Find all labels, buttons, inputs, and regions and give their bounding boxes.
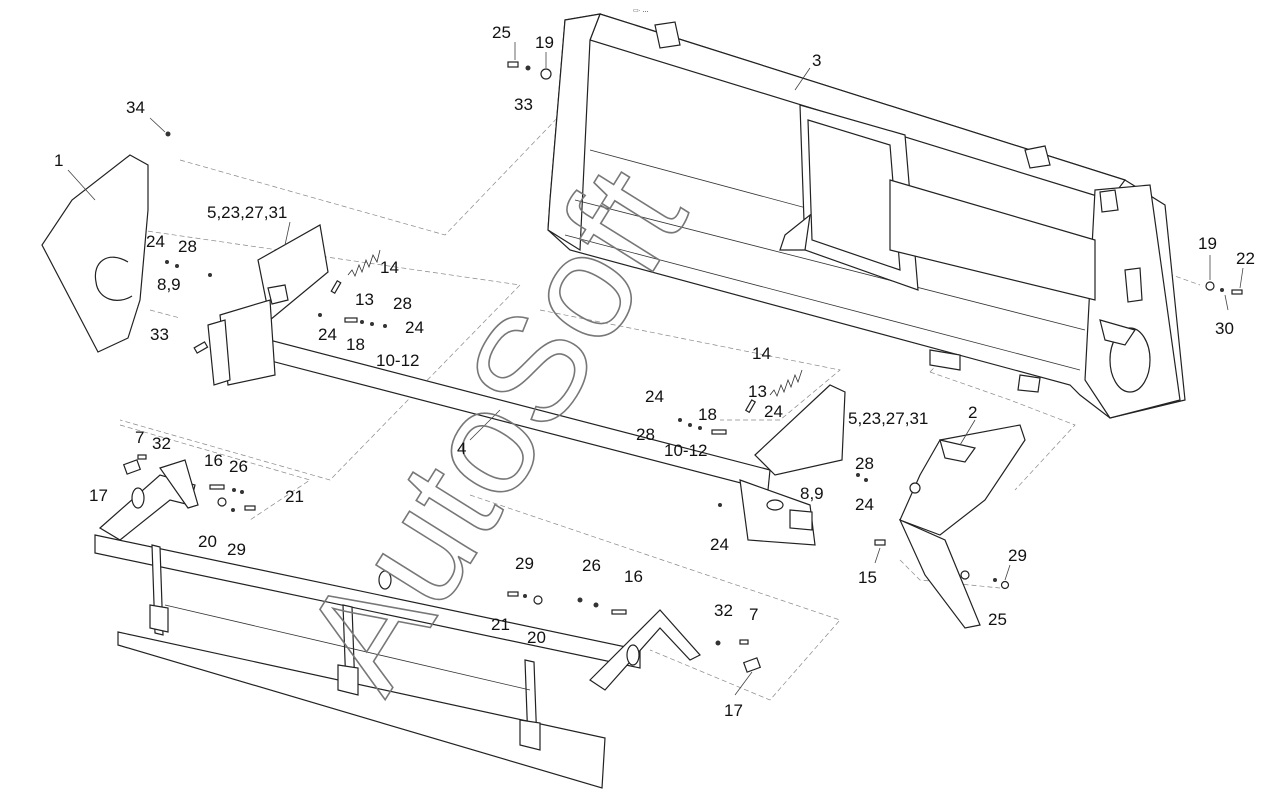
callout-24: 24: [855, 495, 874, 514]
callout-30: 30: [1215, 319, 1234, 338]
callout-7: 7: [135, 428, 144, 447]
callout-17: 17: [89, 486, 108, 505]
callout-5-23-27-31-left: 5,23,27,31: [207, 203, 287, 222]
callout-24: 24: [764, 402, 783, 421]
right-guard-part-2: [898, 424, 1026, 629]
callout-33: 33: [150, 325, 169, 344]
callout-24: 24: [710, 535, 729, 554]
callout-13: 13: [748, 382, 767, 401]
callout-25: 25: [988, 610, 1007, 629]
callout-17: 17: [724, 701, 743, 720]
lower-sweep-assembly: [94, 459, 701, 789]
callout-34: 34: [126, 98, 145, 117]
callout-5-23-27-31-right: 5,23,27,31: [848, 409, 928, 428]
spring-14-right: [769, 369, 803, 398]
callout-20: 20: [527, 628, 546, 647]
header-mark: ▭· ․․․: [633, 8, 648, 14]
hardware-fasteners: [122, 61, 1243, 673]
callout-2: 2: [968, 403, 977, 422]
callout-25: 25: [492, 23, 511, 42]
callout-7: 7: [749, 605, 758, 624]
callout-29: 29: [1008, 546, 1027, 565]
callout-19: 19: [535, 33, 554, 52]
callout-labels: 1 2 3 4 34 5,23,27,31 24 28 8,9 33 14 13…: [54, 23, 1255, 720]
callout-24: 24: [645, 387, 664, 406]
callout-13: 13: [355, 290, 374, 309]
callout-33: 33: [514, 95, 533, 114]
callout-26: 26: [229, 457, 248, 476]
callout-29: 29: [515, 554, 534, 573]
callout-22: 22: [1236, 249, 1255, 268]
callout-21: 21: [491, 615, 510, 634]
callout-28: 28: [636, 425, 655, 444]
left-mount-bracket: [207, 224, 329, 386]
callout-28: 28: [178, 237, 197, 256]
callout-3: 3: [812, 51, 821, 70]
rear-frame-part-3: [547, 13, 1186, 419]
callout-1: 1: [54, 151, 63, 170]
callout-4: 4: [457, 439, 466, 458]
leader-lines: [67, 42, 1244, 696]
callout-24: 24: [146, 232, 165, 251]
callout-28: 28: [855, 454, 874, 473]
left-side-plate-part-1: [41, 154, 149, 353]
callout-10-12: 10-12: [664, 441, 707, 460]
callout-24: 24: [405, 318, 424, 337]
spring-14-left: [347, 249, 381, 278]
callout-16: 16: [204, 451, 223, 470]
callout-29: 29: [227, 540, 246, 559]
callout-19: 19: [1198, 234, 1217, 253]
callout-21: 21: [285, 487, 304, 506]
callout-15: 15: [858, 568, 877, 587]
callout-24: 24: [318, 325, 337, 344]
callout-32: 32: [714, 601, 733, 620]
callout-14: 14: [752, 344, 771, 363]
callout-20: 20: [198, 532, 217, 551]
callout-16: 16: [624, 567, 643, 586]
callout-14: 14: [380, 258, 399, 277]
callout-32: 32: [152, 434, 171, 453]
callout-8-9: 8,9: [157, 275, 181, 294]
right-mount-bracket: [739, 384, 846, 546]
callout-18: 18: [346, 335, 365, 354]
callout-8-9: 8,9: [800, 484, 824, 503]
callout-10-12: 10-12: [376, 351, 419, 370]
callout-26: 26: [582, 556, 601, 575]
callout-28: 28: [393, 294, 412, 313]
callout-18: 18: [698, 405, 717, 424]
